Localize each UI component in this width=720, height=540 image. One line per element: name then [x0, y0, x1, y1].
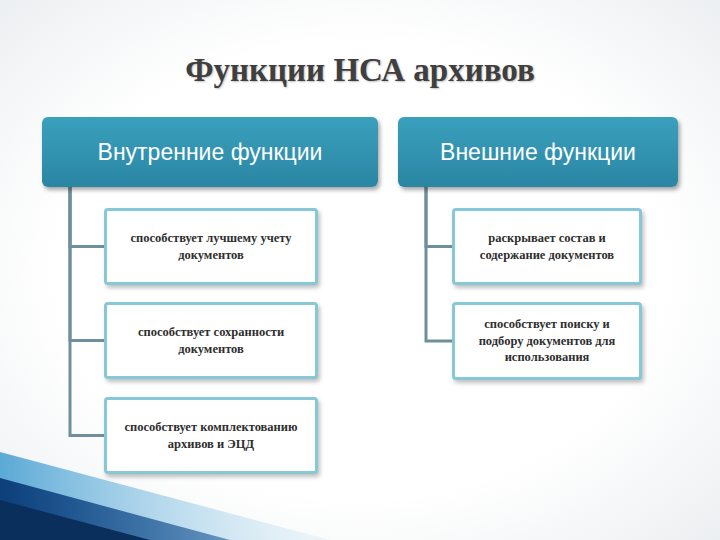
tree-connector: [426, 187, 452, 341]
function-box: способствует сохранности документов: [104, 302, 318, 379]
box-text: Внутренние функции: [98, 139, 323, 166]
function-box: способствует комплектованию архивов и ЭЦ…: [104, 397, 318, 474]
tree-connector: [426, 187, 452, 247]
box-text: Внешние функции: [440, 139, 636, 166]
box-text: способствует сохранности документов: [117, 324, 305, 358]
tree-connector: [70, 187, 104, 341]
function-box: раскрывает состав и содержание документо…: [452, 208, 642, 285]
slide-title: Функции НСА архивов: [0, 52, 720, 89]
function-box: способствует поиску и подбору документов…: [452, 302, 642, 380]
box-text: способствует поиску и подбору документов…: [465, 316, 629, 367]
decor-band: [0, 478, 230, 540]
decor-band: [0, 500, 150, 540]
tree-connector: [70, 187, 104, 247]
box-text: способствует комплектованию архивов и ЭЦ…: [117, 419, 305, 453]
category-header: Внутренние функции: [42, 117, 378, 187]
function-box: способствует лучшему учету документов: [104, 208, 318, 285]
category-header: Внешние функции: [398, 117, 678, 187]
box-text: способствует лучшему учету документов: [117, 230, 305, 264]
box-text: раскрывает состав и содержание документо…: [465, 230, 629, 264]
tree-connector: [70, 187, 104, 436]
